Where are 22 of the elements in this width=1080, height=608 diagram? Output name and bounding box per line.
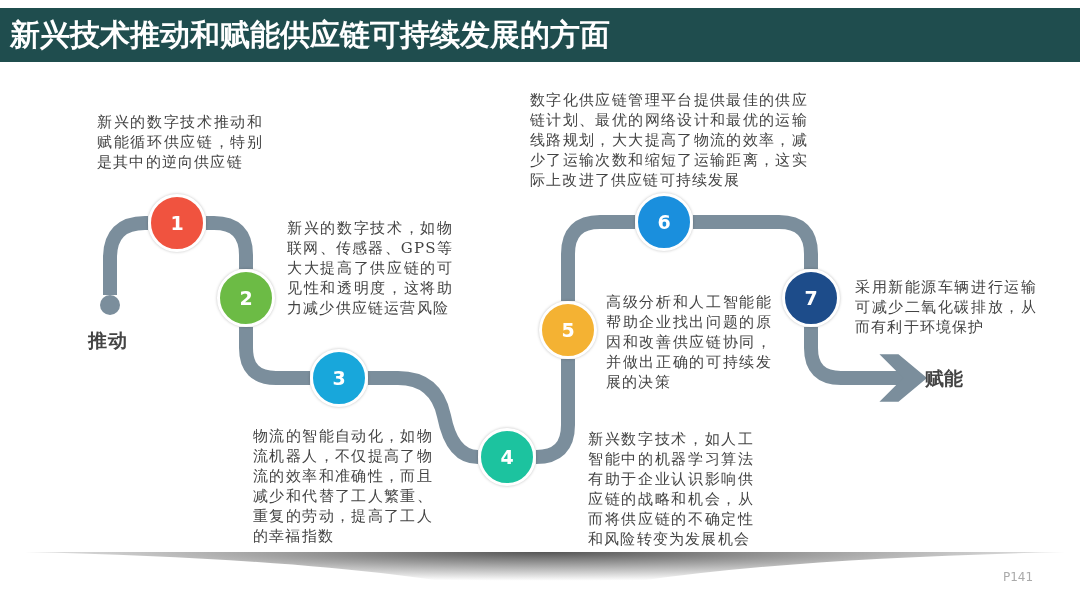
end-label: 赋能 [925, 365, 963, 391]
description-text: 新兴数字技术，如人工智能中的机器学习算法有助于企业认识影响供应链的战略和机会，从而将供应链的不确定性和风险转变为发展机会 [588, 429, 754, 549]
description-text: 采用新能源车辆进行运输可减少二氧化碳排放，从而有利于环境保护 [855, 277, 1037, 337]
description-text: 物流的智能自动化，如物流机器人，不仅提高了物流的效率和准确性，而且减少和代替了工人繁重、重复的劳动，提高了工人的幸福指数 [253, 426, 433, 546]
page-number: P141 [1003, 570, 1034, 584]
path-line [368, 371, 479, 464]
description-text: 数字化供应链管理平台提供最佳的供应链计划、最优的网络设计和最优的运输线路规划，大大提高了物流的效率，减少了运输次数和缩短了运输距离，这实际上改进了供应链可持续发展 [530, 90, 808, 190]
step-circle: 2 [217, 269, 275, 327]
start-dot [100, 295, 120, 315]
step-circle: 4 [478, 428, 536, 486]
step-circle: 7 [782, 269, 840, 327]
path-line [561, 215, 635, 301]
description-text: 新兴的数字技术，如物联网、传感器、GPS等大大提高了供应链的可见性和透明度，这将助力减少供应链运营风险 [287, 218, 453, 318]
description-text: 高级分析和人工智能能帮助企业找出问题的原因和改善供应链协同，并做出正确的可持续发展的决策 [606, 292, 772, 392]
step-circle: 3 [310, 349, 368, 407]
description-text: 新兴的数字技术推动和赋能循环供应链，特别是其中的逆向供应链 [97, 112, 263, 172]
path-line [535, 359, 575, 464]
step-circle: 6 [635, 193, 693, 251]
step-circle: 5 [539, 301, 597, 359]
title-banner: 新兴技术推动和赋能供应链可持续发展的方面 [0, 8, 1080, 62]
start-label: 推动 [88, 328, 130, 353]
step-circle: 1 [148, 194, 206, 252]
